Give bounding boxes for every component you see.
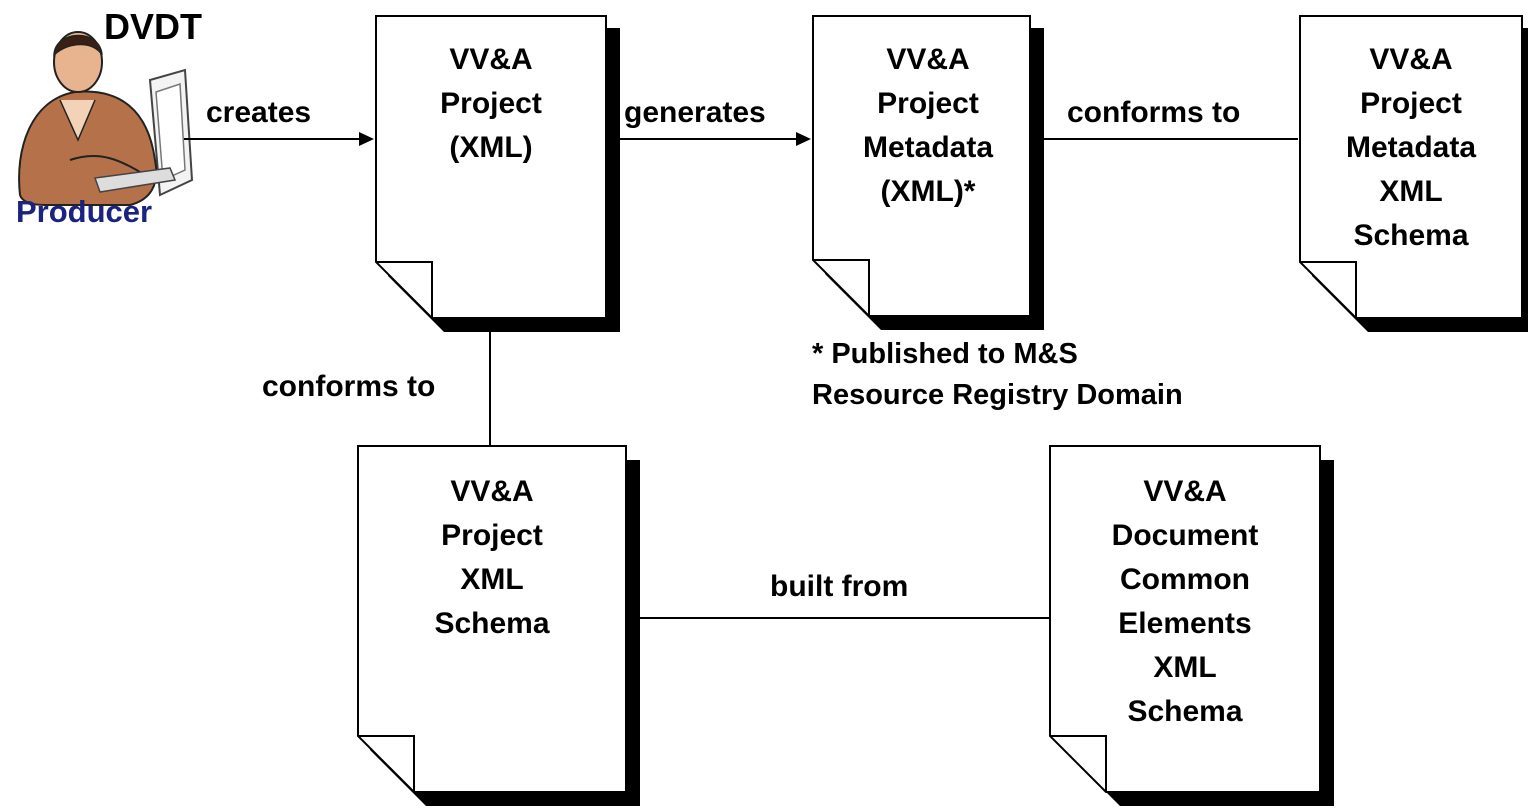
edge-label-built-from: built from [770,570,909,603]
document-shape-project-metadata-xml [812,15,1044,330]
doc-project-metadata-schema: VV&A Project Metadata XML Schema [1300,38,1522,258]
doc-line: XML [1153,651,1217,684]
doc-line: Project [1360,87,1462,120]
edge-label-creates: creates [206,96,312,129]
doc-line: Project [440,87,542,120]
doc-line: Common [1120,563,1250,596]
doc-common-elements-schema: VV&A Document Common Elements XML Schema [1050,470,1320,734]
doc-project-xml: VV&A Project (XML) [376,38,606,170]
doc-line: Elements [1118,607,1252,640]
doc-line: Project [877,87,979,120]
document-shape-project-metadata-schema [1299,15,1528,332]
edge-label-generates: generates [624,96,766,129]
doc-line: VV&A [1143,475,1227,508]
document-shape-project-xml [375,15,620,332]
doc-line: (XML) [449,131,533,164]
document-shape-project-schema [357,445,640,806]
doc-line: Metadata [862,131,994,164]
doc-line: Project [441,519,543,552]
document-shape-common-elements-schema [1049,445,1334,806]
doc-line: VV&A [886,43,970,76]
producer-label: Producer [16,194,153,229]
doc-line: Document [1111,519,1259,552]
doc-line: Metadata [1345,131,1477,164]
doc-line: (XML)* [880,175,976,208]
doc-line: VV&A [1369,43,1453,76]
doc-line: XML [460,563,524,596]
doc-line: Schema [1127,695,1243,728]
person-at-computer-icon [18,31,194,206]
doc-line: Schema [1353,219,1469,252]
doc-line: Schema [434,607,550,640]
doc-line: VV&A [449,43,533,76]
tool-name: DVDT [104,6,202,47]
footnote: * Published to M&S Resource Registry Dom… [812,334,1183,416]
footnote-line-2: Resource Registry Domain [812,379,1183,411]
edge-label-conforms-to-metadata: conforms to [1067,96,1241,129]
footnote-line-1: * Published to M&S [812,338,1078,370]
edge-label-conforms-to-project: conforms to [262,370,436,403]
doc-line: VV&A [450,475,534,508]
doc-project-schema: VV&A Project XML Schema [358,470,626,646]
doc-project-metadata-xml: VV&A Project Metadata (XML)* [813,38,1043,214]
doc-line: XML [1379,175,1443,208]
